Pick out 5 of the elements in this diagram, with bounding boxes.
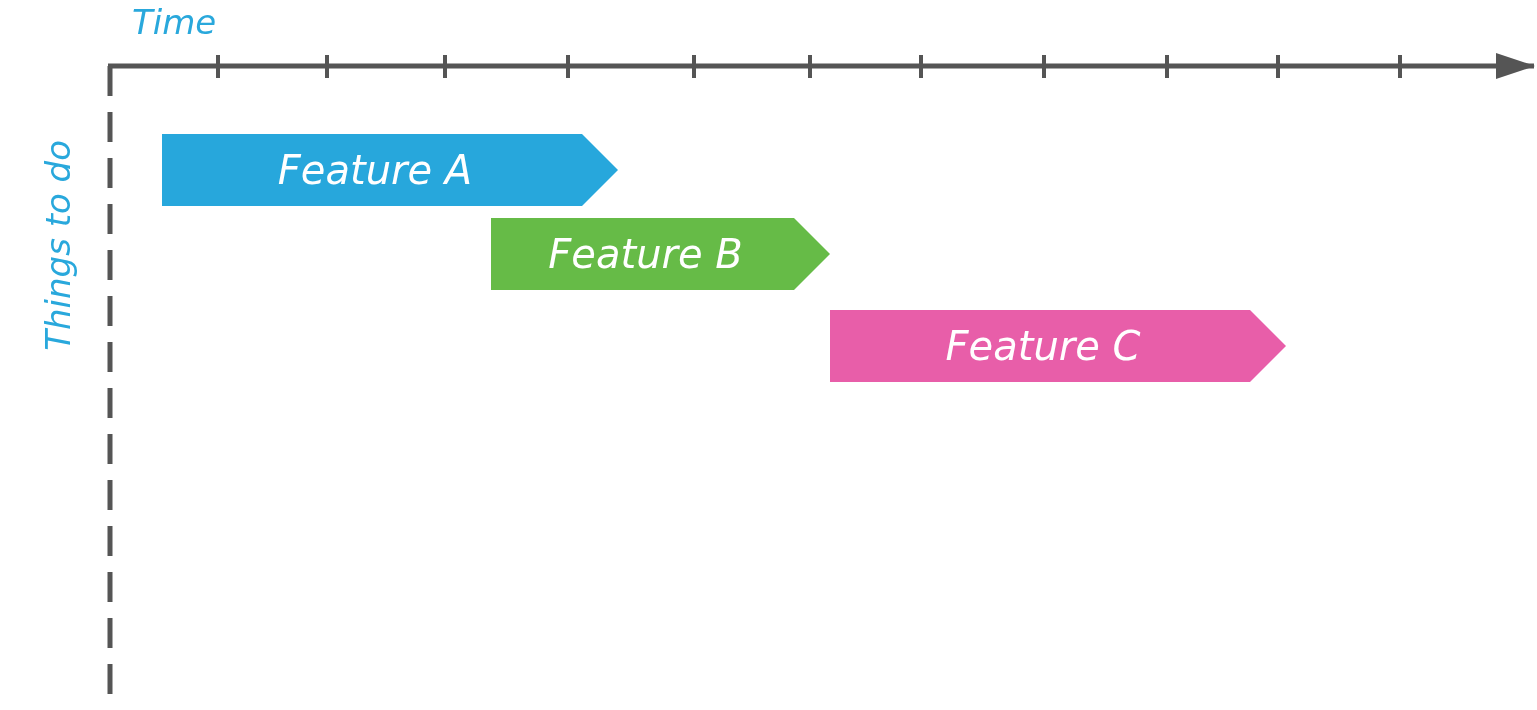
axis-label: Things to do — [38, 140, 78, 351]
feature-bar: Feature A — [162, 134, 618, 206]
feature-bar: Feature B — [491, 218, 830, 290]
feature-bar: Feature C — [830, 310, 1286, 382]
axis-label: Time — [132, 2, 217, 42]
